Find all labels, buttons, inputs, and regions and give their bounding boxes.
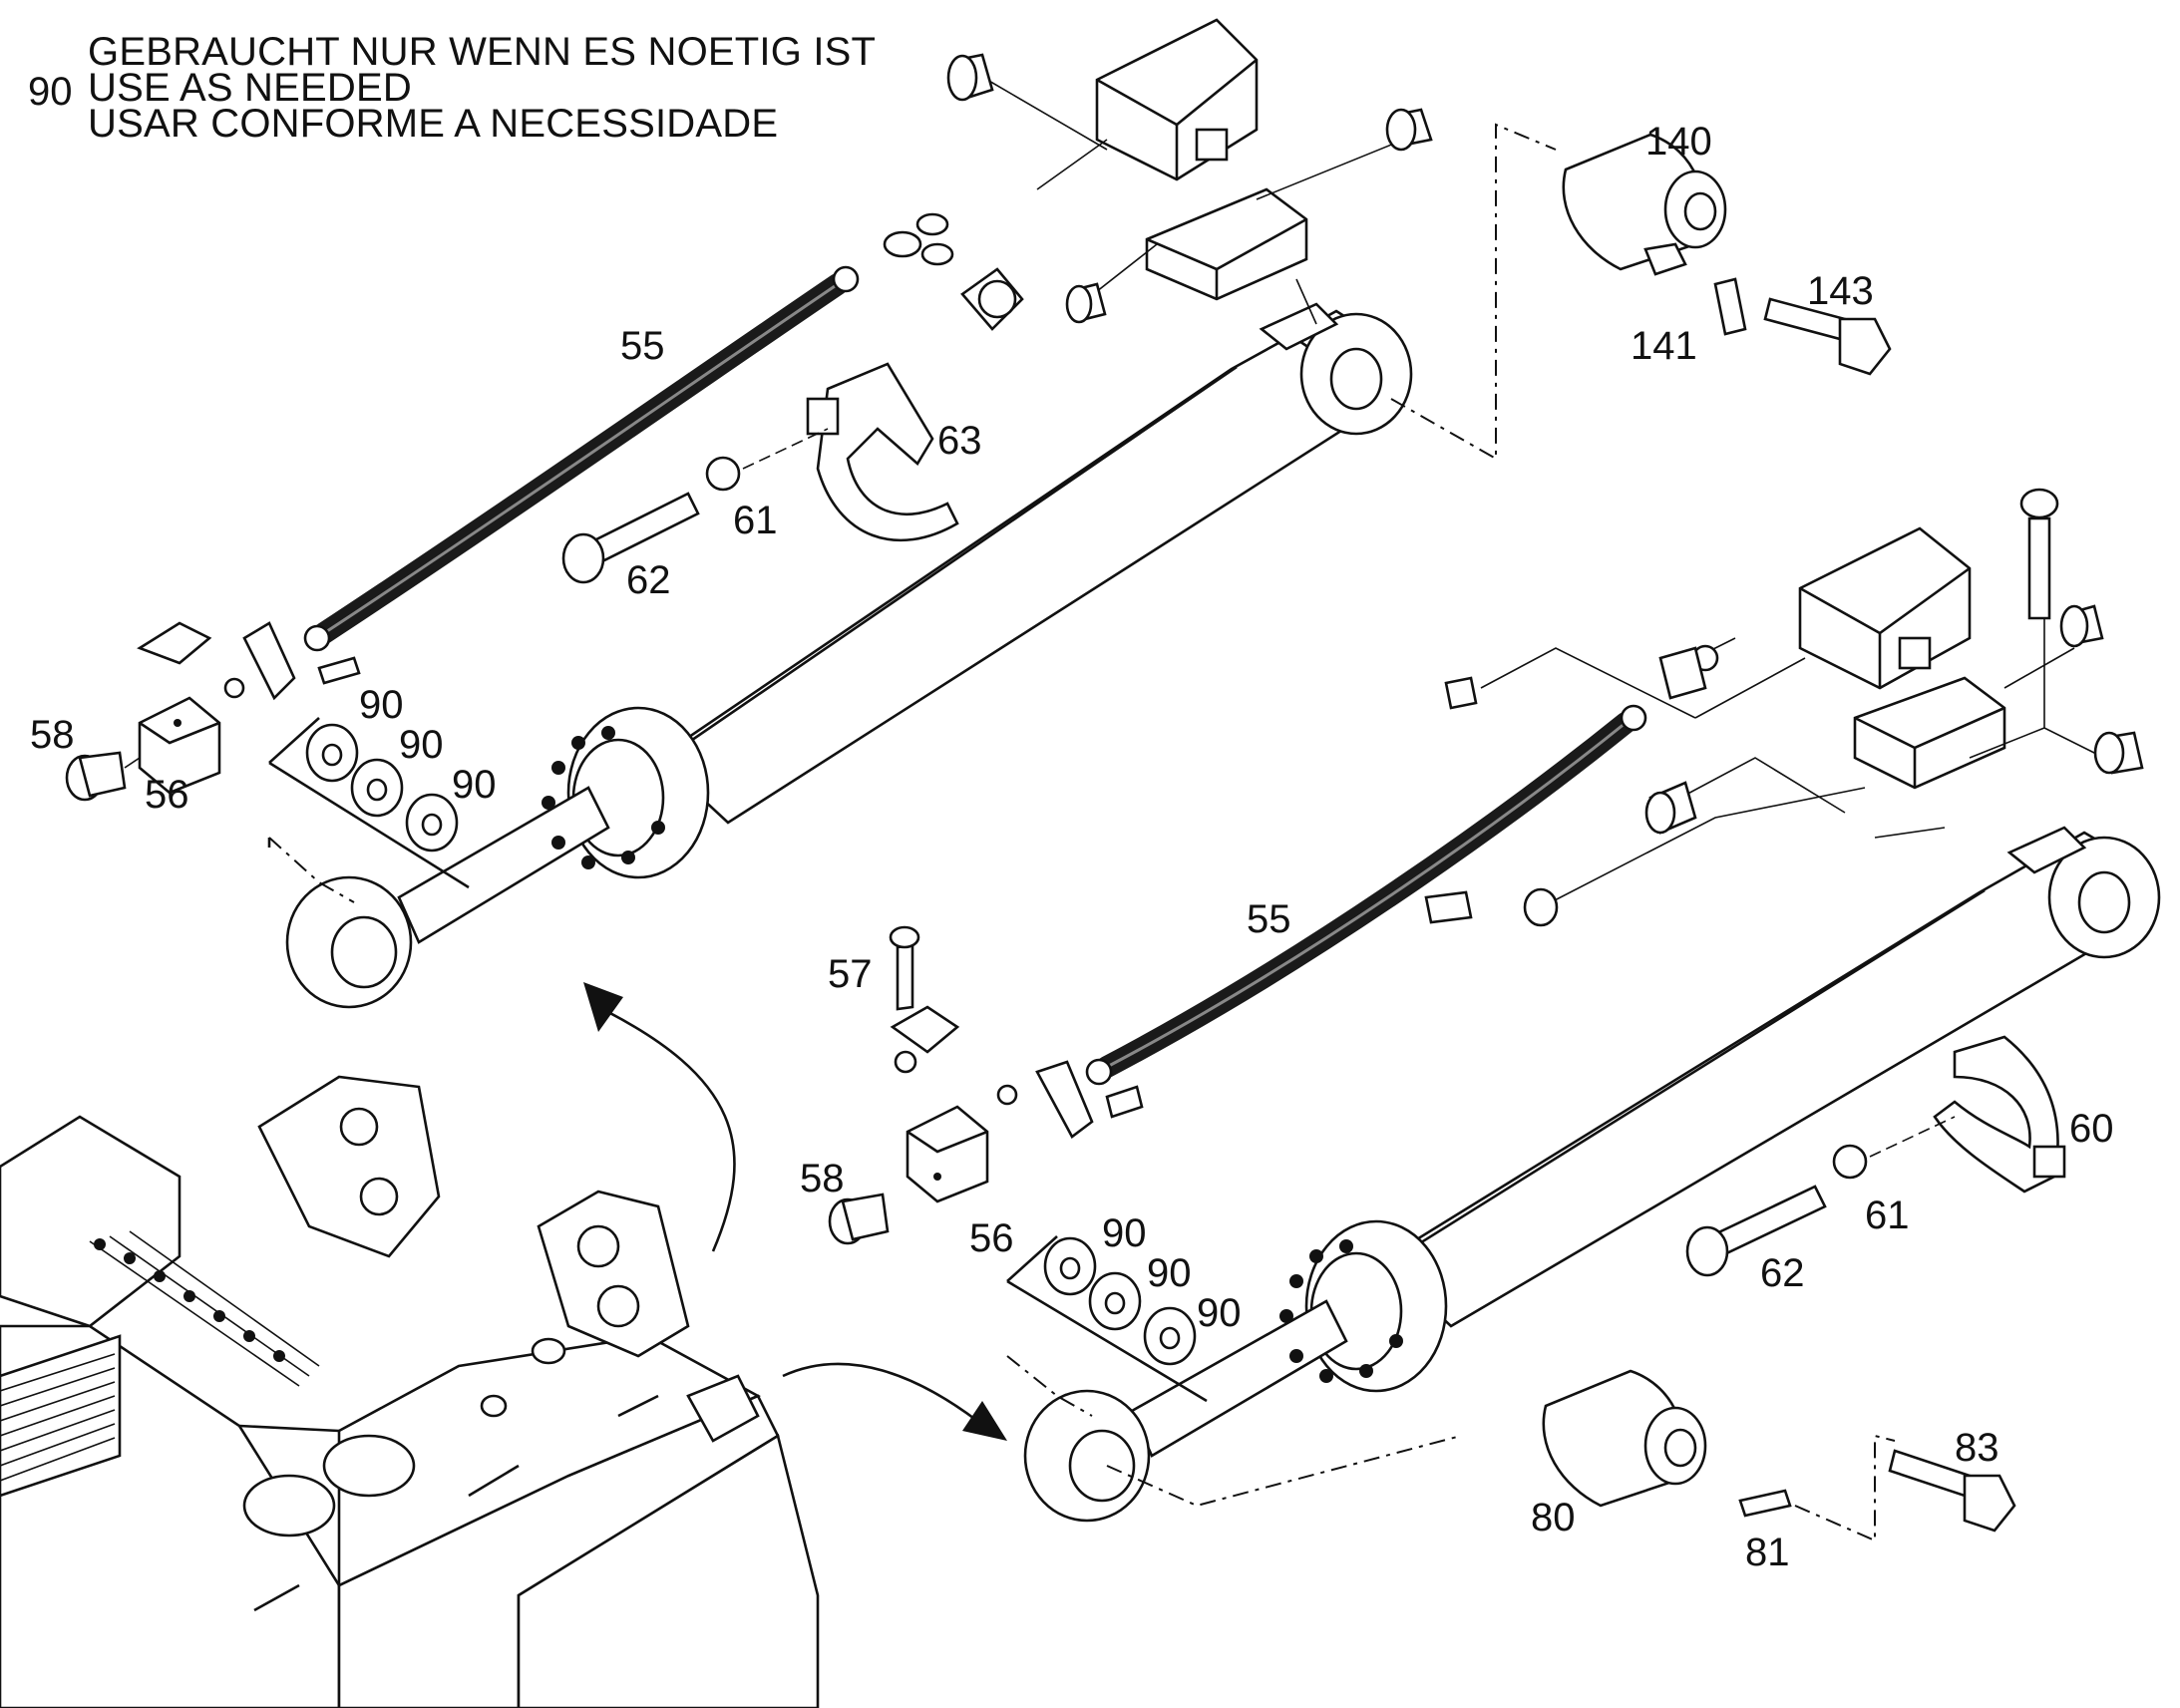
upper-washer-61 bbox=[705, 456, 741, 492]
lower-clamp bbox=[1933, 1035, 2066, 1194]
callout-141: 141 bbox=[1631, 324, 1697, 368]
upper-valve-block bbox=[1095, 18, 1308, 301]
callout-60: 60 bbox=[2069, 1107, 2114, 1151]
callout-62-upper: 62 bbox=[626, 558, 671, 602]
note-key-number: 90 bbox=[28, 70, 73, 114]
lower-hose bbox=[1085, 704, 1647, 1086]
callout-55-upper: 55 bbox=[620, 324, 665, 368]
lower-pin-set bbox=[1542, 1369, 2016, 1533]
lower-pin-centerline bbox=[1106, 1435, 1462, 1508]
upper-hose bbox=[303, 265, 860, 652]
callout-61-lower: 61 bbox=[1865, 1194, 1910, 1237]
callout-80: 80 bbox=[1531, 1496, 1576, 1539]
upper-cylinder-port-block bbox=[1259, 302, 1339, 351]
lower-cylinder-port-block bbox=[2006, 826, 2087, 874]
lower-washer-stack bbox=[1006, 1235, 1208, 1417]
callout-58-upper: 58 bbox=[30, 713, 75, 757]
callout-83: 83 bbox=[1955, 1426, 1999, 1470]
callout-55-lower: 55 bbox=[1247, 897, 1291, 941]
callout-58-lower: 58 bbox=[800, 1157, 845, 1200]
arrow-up-head-icon bbox=[583, 982, 623, 1032]
upper-clamp bbox=[806, 362, 959, 542]
upper-bolt-62 bbox=[561, 492, 700, 584]
arrow-right-head-icon bbox=[962, 1401, 1007, 1441]
callout-81: 81 bbox=[1745, 1531, 1790, 1574]
lower-left-fittings bbox=[828, 925, 1144, 1245]
callout-90-upper-1: 90 bbox=[359, 683, 404, 727]
motion-arrows bbox=[583, 982, 1007, 1441]
callout-62-lower: 62 bbox=[1760, 1251, 1805, 1295]
callout-90-upper-3: 90 bbox=[452, 763, 497, 807]
note-line-english: USE AS NEEDED bbox=[88, 66, 412, 110]
upper-washer-stack bbox=[267, 717, 470, 903]
callout-57: 57 bbox=[828, 952, 873, 996]
upper-pin-set bbox=[1562, 133, 1892, 376]
upper-pin-centerline bbox=[1390, 123, 1557, 461]
callout-labels: 140 143 141 55 63 61 62 90 90 90 58 56 5… bbox=[30, 120, 2114, 1574]
machine-body bbox=[0, 1075, 820, 1708]
callout-90-lower-1: 90 bbox=[1102, 1211, 1147, 1255]
lower-washer-61 bbox=[1832, 1144, 1868, 1180]
callout-90-upper-2: 90 bbox=[399, 723, 444, 767]
upper-cylinder-barrel bbox=[655, 309, 1398, 825]
note-line-german: GEBRAUCHT NUR WENN ES NOETIG IST bbox=[88, 30, 877, 74]
grille-pattern bbox=[0, 1353, 116, 1482]
lower-cylinder-assembly bbox=[1023, 826, 2161, 1523]
callout-143: 143 bbox=[1807, 269, 1874, 313]
upper-cylinder-assembly bbox=[285, 302, 1413, 1009]
lower-gland-bolts bbox=[1279, 1239, 1403, 1383]
callout-63: 63 bbox=[937, 419, 982, 463]
callout-56-upper: 56 bbox=[145, 773, 189, 817]
upper-gland-bolts bbox=[542, 726, 665, 869]
callout-61-upper: 61 bbox=[733, 499, 778, 542]
upper-left-fittings bbox=[65, 621, 361, 802]
lower-bolt-62 bbox=[1685, 1185, 1827, 1277]
lower-valve-block bbox=[1798, 488, 2059, 790]
callout-56-lower: 56 bbox=[969, 1216, 1014, 1260]
lower-valve-fittings bbox=[1424, 604, 2144, 927]
callout-90-lower-3: 90 bbox=[1197, 1291, 1242, 1335]
lower-cylinder-rod bbox=[1130, 1299, 1348, 1458]
callout-140: 140 bbox=[1645, 120, 1712, 164]
callout-90-lower-2: 90 bbox=[1147, 1251, 1192, 1295]
upper-cylinder-rod bbox=[397, 786, 610, 944]
upper-valve-fittings bbox=[883, 53, 1433, 331]
note-line-portuguese: USAR CONFORME A NECESSIDADE bbox=[88, 102, 779, 146]
lower-valve-leader-lines bbox=[1480, 618, 2105, 903]
hose-bundle bbox=[89, 1230, 320, 1387]
